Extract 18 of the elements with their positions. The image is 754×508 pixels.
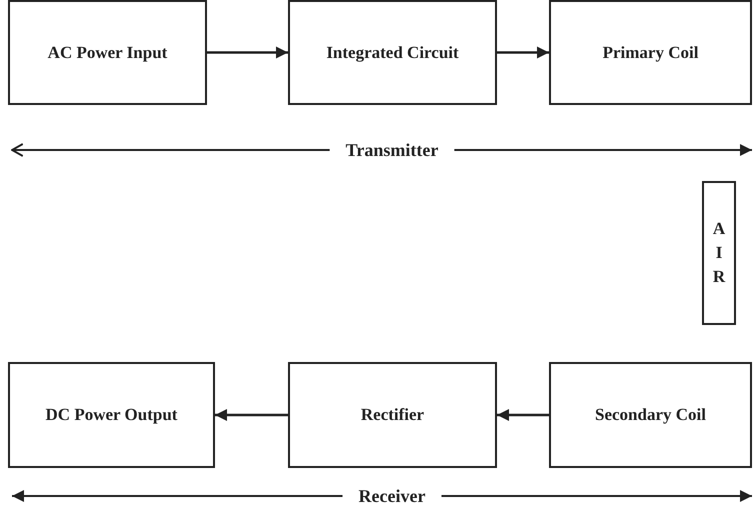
block-box	[288, 0, 497, 105]
arrow	[207, 46, 288, 58]
arrow	[497, 46, 549, 58]
medium-box	[702, 181, 736, 325]
block-label: AC Power Input	[46, 42, 168, 64]
block-label: A I R	[712, 218, 726, 288]
block-label: Primary Coil	[602, 42, 700, 64]
arrow	[215, 409, 288, 421]
block-box	[288, 362, 497, 468]
block-box	[8, 362, 215, 468]
arrow	[497, 409, 549, 421]
block-label: DC Power Output	[44, 404, 178, 426]
block-label: Integrated Circuit	[325, 42, 460, 64]
block-label: Secondary Coil	[594, 404, 707, 426]
block-box	[549, 0, 752, 105]
block-box	[549, 362, 752, 468]
block-box	[8, 0, 207, 105]
block-label: Rectifier	[360, 404, 426, 426]
